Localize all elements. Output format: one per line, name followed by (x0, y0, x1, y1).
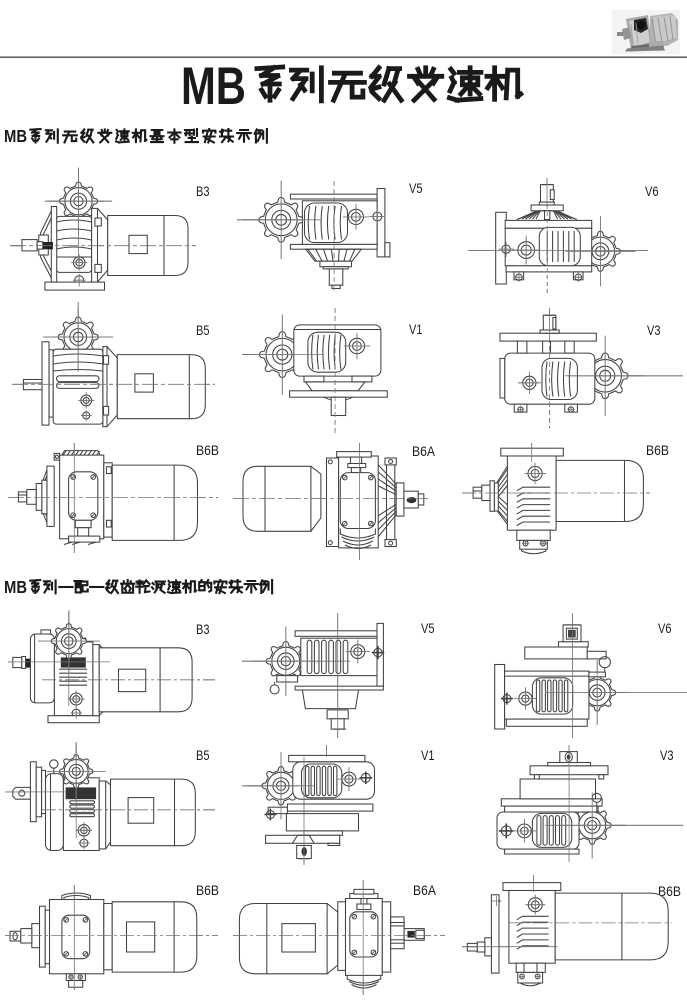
svg-text:MB: MB (181, 57, 246, 116)
svg-text:V3: V3 (660, 747, 674, 763)
svg-text:V1: V1 (421, 747, 435, 763)
svg-text:MB: MB (4, 577, 27, 597)
svg-text:B6B: B6B (646, 442, 669, 458)
svg-text:V6: V6 (658, 620, 672, 636)
svg-text:MB: MB (4, 126, 27, 146)
svg-text:B6A: B6A (413, 882, 437, 898)
svg-text:B5: B5 (196, 747, 210, 763)
svg-text:V3: V3 (647, 322, 661, 338)
svg-text:V5: V5 (421, 620, 435, 636)
svg-text:V6: V6 (645, 183, 659, 199)
svg-text:B6A: B6A (412, 443, 436, 459)
svg-text:B5: B5 (196, 322, 210, 338)
svg-text:B6B: B6B (196, 882, 219, 898)
svg-text:B6B: B6B (196, 442, 219, 458)
svg-text:B3: B3 (196, 621, 210, 637)
svg-text:B3: B3 (196, 183, 210, 199)
svg-text:V1: V1 (409, 321, 423, 337)
svg-text:V5: V5 (409, 180, 423, 196)
svg-text:B6B: B6B (658, 883, 681, 899)
